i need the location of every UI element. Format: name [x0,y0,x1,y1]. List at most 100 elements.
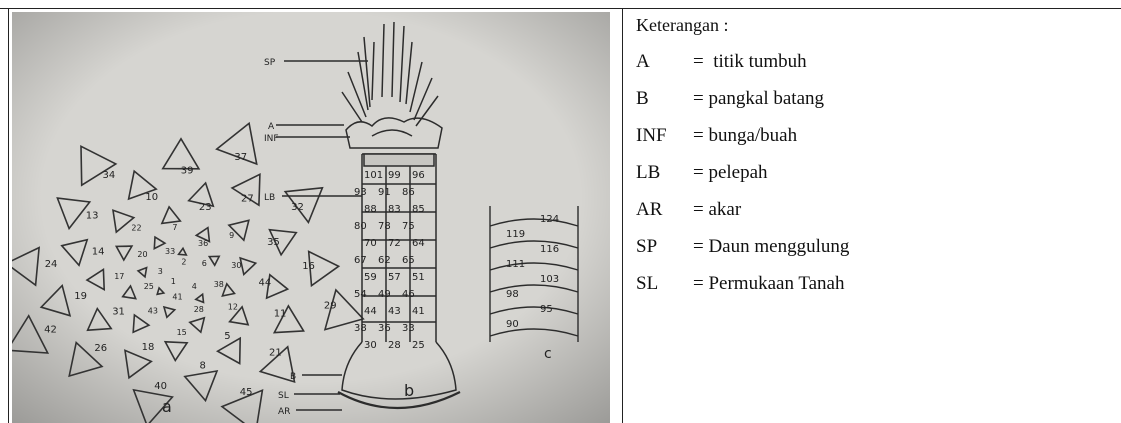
spiral-number: 24 [45,259,58,270]
table-left-border [8,8,9,423]
part-label-lb: LB [264,193,275,203]
panel-label-b: b [404,381,414,400]
spiral-number: 41 [172,293,182,302]
spiral-number: 18 [142,342,155,353]
trunk-leaf-number: 88 [364,204,377,215]
spiral-number: 26 [94,343,107,354]
part-label-sp: SP [264,58,276,68]
part-label-sl: SL [278,391,289,401]
legend-panel: Keterangan : A= titik tumbuh B= pangkal … [636,14,1106,310]
part-label-ar: AR [278,407,290,417]
trunk-leaf-number: 51 [412,272,425,283]
spiral-number: 11 [274,309,287,320]
legend-code: LB [636,162,693,184]
spiral-number: 30 [231,261,241,270]
panel-label-a: a [162,397,172,416]
spiral-number: 34 [103,170,116,181]
trunk-leaf-number: 93 [354,187,367,198]
spiral-number: 6 [202,259,207,268]
legend-description: = pangkal batang [693,88,824,110]
legend-code: SL [636,273,693,295]
spiral-number: 4 [192,282,197,291]
table-top-border [0,8,1121,9]
spiral-number: 28 [194,305,204,314]
trunk-leaf-number: 57 [388,272,401,283]
trunk-leaf-number: 46 [402,289,415,300]
legend-title: Keterangan : [636,14,1106,36]
spiral-number: 7 [172,223,177,232]
legend-description: = pelepah [693,162,768,184]
spiral-number: 16 [302,261,315,272]
legend-description: = akar [693,199,741,221]
section-c-number: 90 [506,319,519,330]
trunk-leaf-number: 75 [402,221,415,232]
trunk-leaf-number: 64 [412,238,425,249]
legend-description: = titik tumbuh [693,51,807,73]
part-label-a: A [268,122,275,132]
section-c-number: 116 [540,244,559,255]
panel-label-c: c [544,346,552,362]
table-column-divider [622,8,623,423]
oil-palm-phyllotaxis-figure: 4537422934403224213926161382719111018351… [12,12,610,423]
spiral-number: 40 [154,381,167,392]
spiral-number: 27 [241,193,254,204]
legend-row-sp: SP= Daun menggulung [636,236,1106,273]
spiral-number: 10 [145,192,158,203]
spiral-number: 43 [148,307,158,316]
spiral-number: 39 [181,166,194,177]
legend-row-ar: AR= akar [636,199,1106,236]
trunk-leaf-number: 25 [412,340,425,351]
section-c-number: 111 [506,259,525,270]
legend-row-a: A= titik tumbuh [636,51,1106,88]
trunk-leaf-number: 99 [388,170,401,181]
trunk-leaf-number: 70 [364,238,377,249]
spiral-number: 29 [324,301,337,312]
spiral-number: 20 [137,250,147,259]
spiral-number: 38 [214,280,224,289]
part-label-inf: INF [264,134,279,144]
spiral-number: 32 [291,202,304,213]
trunk-leaf-number: 62 [378,255,391,266]
spiral-number: 33 [165,247,175,256]
legend-code: A [636,51,693,73]
section-c-number: 103 [540,274,559,285]
spiral-number: 31 [112,307,125,318]
trunk-leaf-number: 38 [354,323,367,334]
trunk-leaf-number: 28 [388,340,401,351]
spiral-number: 2 [181,257,186,266]
spiral-number: 12 [228,302,238,311]
trunk-leaf-number: 96 [412,170,425,181]
section-c-number: 95 [540,304,553,315]
trunk-leaf-number: 44 [364,306,377,317]
trunk-leaf-number: 43 [388,306,401,317]
legend-code: AR [636,199,693,221]
spiral-number: 19 [74,291,87,302]
legend-code: SP [636,236,693,258]
trunk-leaf-number: 91 [378,187,391,198]
trunk-leaf-number: 54 [354,289,367,300]
legend-row-b: B= pangkal batang [636,88,1106,125]
section-c-number: 124 [540,214,559,225]
spiral-number: 25 [144,282,154,291]
trunk-leaf-number: 80 [354,221,367,232]
spiral-number: 42 [44,325,57,336]
spiral-number: 3 [158,267,163,276]
section-c-number: 119 [506,229,525,240]
spiral-number: 44 [259,278,272,289]
trunk-leaf-number: 36 [378,323,391,334]
spiral-number: 14 [92,246,105,257]
trunk-leaf-number: 41 [412,306,425,317]
trunk-leaf-number: 72 [388,238,401,249]
spiral-number: 21 [269,348,282,359]
figure-drawing: 4537422934403224213926161382719111018351… [12,12,610,423]
spiral-number: 9 [229,231,234,240]
section-c-number: 98 [506,289,519,300]
spiral-number: 8 [200,360,206,371]
spiral-number: 17 [114,272,124,281]
trunk-leaf-number: 59 [364,272,377,283]
spiral-number: 1 [171,277,176,286]
trunk-leaf-number: 78 [378,221,391,232]
trunk-leaf-number: 85 [412,204,425,215]
part-label-b: B [290,372,296,382]
spiral-number: 15 [177,328,187,337]
